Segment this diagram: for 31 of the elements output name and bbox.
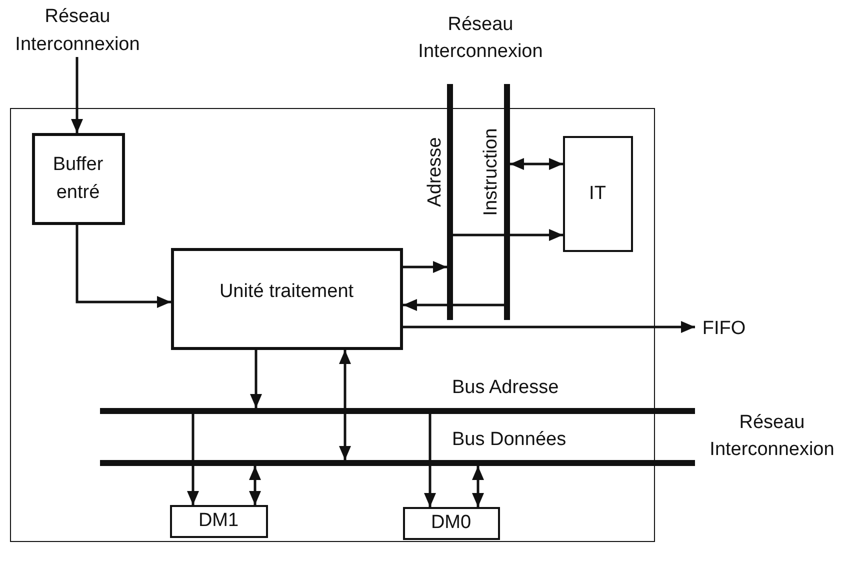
process-box: Buffer entré	[32, 132, 124, 224]
network-text: FIFO	[695, 316, 753, 342]
arrow	[453, 229, 563, 241]
bus-bar	[504, 84, 510, 320]
process-box: Unité traitement	[170, 248, 402, 350]
network-label: Réseau Interconnexion	[417, 13, 544, 64]
arrow	[403, 299, 504, 311]
bus-bar	[447, 84, 453, 320]
network-label: Réseau Interconnexion	[708, 411, 836, 462]
arrow	[339, 350, 351, 460]
bus-bar	[100, 408, 695, 414]
arrow	[76, 225, 171, 308]
arrow	[424, 414, 436, 507]
bus-label: Instruction	[482, 128, 500, 216]
network-text: Réseau Interconnexion	[0, 5, 155, 57]
process-box: DM0	[402, 506, 500, 540]
arrow	[403, 321, 695, 333]
arrow	[250, 350, 262, 408]
arrow	[71, 57, 83, 133]
arrow	[403, 261, 447, 273]
bus-label: Bus Données	[452, 430, 566, 449]
system-frame	[10, 108, 655, 542]
bus-label: Bus Adresse	[452, 378, 559, 397]
bus-bar	[100, 460, 695, 466]
arrow	[249, 466, 261, 505]
arrow	[510, 158, 563, 170]
bus-label: Adresse	[426, 137, 444, 207]
process-box: IT	[562, 136, 632, 252]
arrow	[472, 466, 484, 507]
arrow	[187, 414, 199, 505]
process-box: DM1	[170, 504, 268, 538]
